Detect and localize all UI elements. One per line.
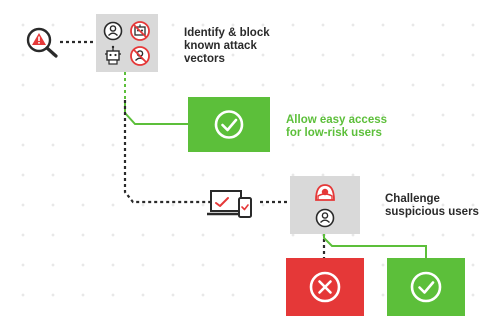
- connector-to-allow-card: [124, 100, 188, 125]
- blocked-user-icon: [130, 46, 150, 66]
- user-icon: [103, 21, 123, 41]
- laptop-phone-icon: [207, 190, 252, 218]
- robot-icon: [105, 45, 121, 65]
- step3-label: Challenge suspicious users: [385, 193, 479, 218]
- magnifier-alert-icon: [26, 27, 58, 58]
- checkmark-icon: [214, 110, 244, 139]
- checkmark-icon: [410, 271, 442, 303]
- blocked-robot-icon: [130, 21, 150, 41]
- deny-card: [286, 258, 364, 316]
- allow-card: [188, 97, 270, 152]
- connector-to-devices: [123, 100, 210, 204]
- hooded-attacker-icon: [315, 184, 335, 201]
- user-icon: [315, 208, 335, 228]
- step2-label: Allow easy access for low-risk users: [286, 114, 388, 139]
- step1-card: [96, 14, 158, 72]
- connector-step3-to-allow: [323, 233, 427, 258]
- allow-card-2: [387, 258, 465, 316]
- step3-card: [290, 176, 360, 234]
- step1-label: Identify & block known attack vectors: [184, 27, 270, 65]
- x-icon: [309, 271, 341, 303]
